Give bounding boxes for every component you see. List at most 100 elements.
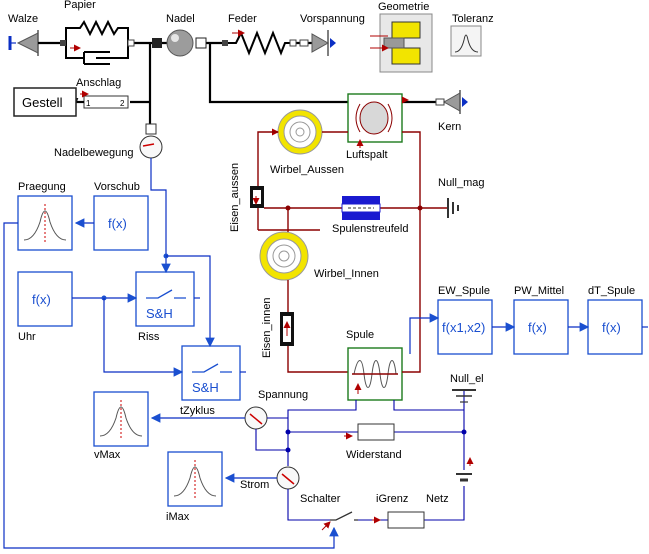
spring-icon xyxy=(226,30,292,56)
widerstand-resistor[interactable] xyxy=(344,423,395,441)
damper-icon xyxy=(65,43,129,65)
imax-label: iMax xyxy=(166,511,190,523)
feder-block[interactable] xyxy=(222,29,297,56)
wirbel-innen-label: Wirbel_Innen xyxy=(314,268,379,280)
kern-label: Kern xyxy=(438,121,461,133)
wirbel-innen-block[interactable] xyxy=(259,231,309,281)
fixed-ground-icon xyxy=(16,32,39,54)
null-el-ground xyxy=(452,389,476,410)
svg-text:2: 2 xyxy=(120,99,125,108)
nadelbewegung-sensor[interactable] xyxy=(139,123,163,159)
fixed-ground-icon xyxy=(442,92,461,112)
fixed-ground-icon xyxy=(311,33,330,53)
eisen-aussen-block[interactable] xyxy=(250,186,264,208)
nadel-label: Nadel xyxy=(166,13,195,25)
toleranz-label: Toleranz xyxy=(452,13,494,25)
spule-block[interactable] xyxy=(347,347,403,401)
mass-sphere-icon xyxy=(166,29,194,57)
widerstand-label: Widerstand xyxy=(346,449,402,461)
wirbel-aussen-label: Wirbel_Aussen xyxy=(270,164,344,176)
gestell-label: Gestell xyxy=(22,95,63,110)
switch-icon xyxy=(146,289,186,299)
strom-sensor[interactable] xyxy=(276,466,300,490)
spule-label: Spule xyxy=(346,329,374,341)
spannung-label: Spannung xyxy=(258,389,308,401)
eisen-innen-label: Eisen_innen xyxy=(261,297,273,358)
kern-block[interactable] xyxy=(435,90,468,114)
vorspannung-label: Vorspannung xyxy=(300,13,365,25)
feder-label: Feder xyxy=(228,13,257,25)
strom-label: Strom xyxy=(240,479,269,491)
luftspalt-block[interactable] xyxy=(347,93,403,143)
papier-block[interactable] xyxy=(60,19,135,65)
schalter-switch[interactable] xyxy=(321,511,358,531)
pw-mittel-label: PW_Mittel xyxy=(514,285,564,297)
sensor-gauge-icon xyxy=(276,466,300,490)
gaussian-curve-icon xyxy=(454,34,479,53)
papier-label: Papier xyxy=(64,0,96,11)
walze-block[interactable] xyxy=(8,30,39,56)
svg-text:f(x): f(x) xyxy=(528,320,547,335)
svg-text:f(x): f(x) xyxy=(32,292,51,307)
imax-block[interactable] xyxy=(167,451,223,507)
switch-icon xyxy=(330,511,358,521)
schalter-label: Schalter xyxy=(300,493,341,505)
vorspannung-block[interactable] xyxy=(299,30,336,56)
gaussian-curve-icon xyxy=(99,406,143,437)
igrenz-resistor[interactable] xyxy=(372,511,425,529)
gestell-block[interactable]: Gestell xyxy=(13,87,77,117)
walze-label: Walze xyxy=(8,13,38,25)
svg-text:1: 1 xyxy=(86,99,91,108)
dt-spule-block[interactable]: f(x) xyxy=(587,299,643,355)
vorschub-label: Vorschub xyxy=(94,181,140,193)
spulenstreufeld-label: Spulenstreufeld xyxy=(332,223,408,235)
geometrie-block[interactable] xyxy=(370,13,433,73)
svg-text:S&H: S&H xyxy=(192,380,219,395)
svg-text:S&H: S&H xyxy=(146,306,173,321)
eisen-innen-block[interactable] xyxy=(280,312,294,346)
geometrie-label: Geometrie xyxy=(378,1,429,13)
svg-text:f(x): f(x) xyxy=(108,216,127,231)
vorschub-block[interactable]: f(x) xyxy=(93,195,149,251)
gaussian-curve-icon xyxy=(173,466,217,497)
uhr-block[interactable]: f(x) xyxy=(17,271,73,327)
gaussian-curve-icon xyxy=(23,210,67,241)
anschlag-label: Anschlag xyxy=(76,77,121,89)
nadelbewegung-label: Nadelbewegung xyxy=(54,147,134,159)
vmax-label: vMax xyxy=(94,449,121,461)
svg-text:f(x): f(x) xyxy=(602,320,621,335)
uhr-label: Uhr xyxy=(18,331,36,343)
resistor-icon xyxy=(387,511,425,529)
ew-spule-block[interactable]: f(x1,x2) xyxy=(437,299,493,355)
dt-spule-label: dT_Spule xyxy=(588,285,635,297)
null-mag-ground xyxy=(447,198,459,218)
riss-label: Riss xyxy=(138,331,160,343)
igrenz-label: iGrenz xyxy=(376,493,408,505)
spannung-sensor[interactable] xyxy=(244,406,268,430)
luftspalt-label: Luftspalt xyxy=(346,149,388,161)
sensor-gauge-icon xyxy=(244,406,268,430)
praegung-block[interactable] xyxy=(17,195,73,251)
pw-mittel-block[interactable]: f(x) xyxy=(513,299,569,355)
svg-text:f(x1,x2): f(x1,x2) xyxy=(442,320,485,335)
null-mag-label: Null_mag xyxy=(438,177,484,189)
toleranz-block[interactable] xyxy=(450,25,482,57)
netz-label: Netz xyxy=(426,493,449,505)
riss-sample-hold[interactable]: S&H xyxy=(135,271,195,327)
spulenstreufeld-block[interactable] xyxy=(341,196,381,220)
resistor-icon xyxy=(357,423,395,441)
vmax-block[interactable] xyxy=(93,391,149,447)
spring-icon xyxy=(65,19,129,43)
switch-icon xyxy=(192,363,232,373)
eisen-aussen-label: Eisen_aussen xyxy=(229,163,241,232)
nadel-mass[interactable] xyxy=(152,29,207,57)
ew-spule-label: EW_Spule xyxy=(438,285,490,297)
coil-icon xyxy=(353,360,397,388)
netz-source[interactable] xyxy=(456,457,474,482)
tzyklus-sample-hold[interactable]: S&H xyxy=(181,345,241,401)
sensor-gauge-icon xyxy=(139,135,163,159)
praegung-label: Praegung xyxy=(18,181,66,193)
tzyklus-label: tZyklus xyxy=(180,405,215,417)
null-el-label: Null_el xyxy=(450,373,484,385)
